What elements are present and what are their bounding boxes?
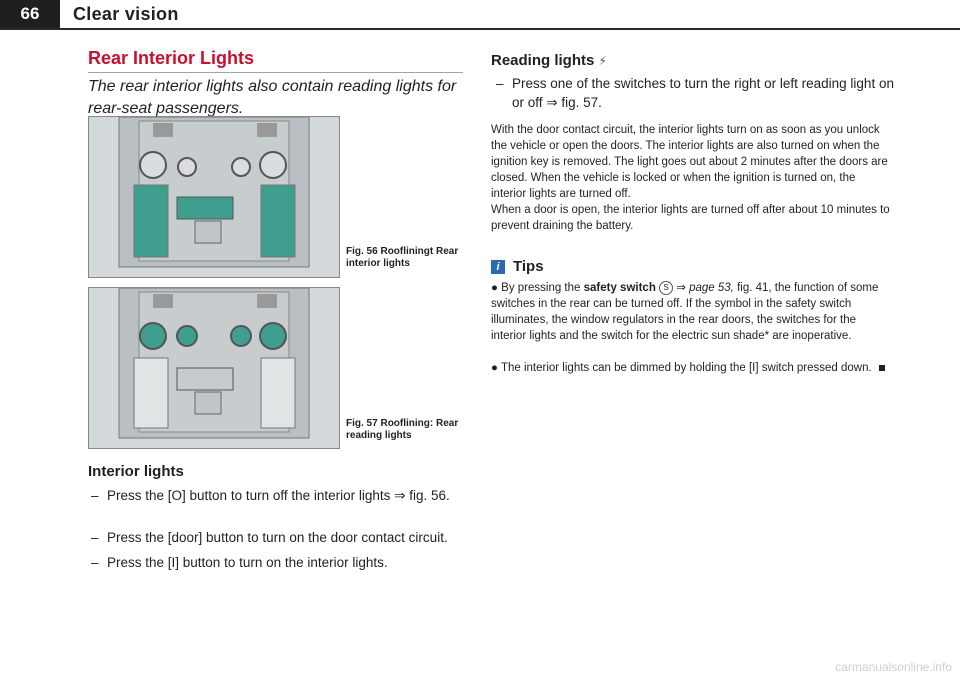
safety-switch-icon: S bbox=[659, 280, 674, 295]
figure-56-illustration bbox=[89, 117, 339, 277]
header-rule bbox=[0, 28, 960, 30]
interior-step-3-text: Press the [I] button to turn on the inte… bbox=[107, 555, 388, 570]
section-title: Rear Interior Lights bbox=[88, 48, 255, 68]
reading-lights-title-text: Reading lights bbox=[491, 52, 595, 69]
reading-step-text: Press one of the switches to turn the ri… bbox=[512, 76, 894, 110]
figure-56-text: Roofliningt Rear interior lights bbox=[346, 246, 459, 269]
page-number: 66 bbox=[0, 0, 60, 28]
tip-1-after: fig. 41, the function of some switches i… bbox=[491, 282, 879, 342]
tip-1-bold: safety switch bbox=[583, 282, 656, 294]
tip-1-ref: ⇒ page 53, bbox=[676, 282, 734, 294]
tip-1: ● By pressing the safety switch S ⇒ page… bbox=[491, 280, 891, 344]
section-rule bbox=[88, 72, 463, 73]
figure-57-illustration bbox=[89, 288, 339, 448]
figure-57-rooflining bbox=[88, 287, 340, 449]
figure-56-number: Fig. 56 bbox=[346, 246, 378, 257]
interior-lights-title: Interior lights bbox=[88, 463, 184, 480]
tips-title: i Tips bbox=[491, 258, 544, 275]
section-intro: The rear interior lights also contain re… bbox=[88, 78, 457, 117]
bullet-dot-icon: ● bbox=[491, 282, 498, 294]
reading-light-icon: ⚡ bbox=[598, 54, 607, 68]
tip-2: ● The interior lights can be dimmed by h… bbox=[491, 360, 891, 376]
figure-57-number: Fig. 57 bbox=[346, 418, 378, 429]
figure-57-text: Rooflining: Rear reading lights bbox=[346, 418, 459, 441]
reading-para-1: With the door contact circuit, the inter… bbox=[491, 124, 888, 200]
interior-step-2-text: Press the [door] button to turn on the d… bbox=[107, 530, 448, 545]
tip-2-text: The interior lights can be dimmed by hol… bbox=[500, 362, 872, 374]
tips-title-text: Tips bbox=[513, 258, 544, 275]
figure-56-rooflining bbox=[88, 116, 340, 278]
end-mark-icon bbox=[878, 365, 885, 371]
figure-57-caption: Fig. 57 Rooflining: Rear reading lights bbox=[346, 418, 471, 442]
info-icon: i bbox=[491, 260, 505, 275]
bullet-dot-icon: ● bbox=[491, 362, 498, 374]
chapter-title: Clear vision bbox=[73, 4, 179, 24]
reading-lights-title: Reading lights ⚡ bbox=[491, 52, 607, 69]
interior-step-1-text: Press the [O] button to turn off the int… bbox=[107, 488, 450, 503]
tip-1-before: By pressing the bbox=[501, 282, 581, 294]
figure-56-caption: Fig. 56 Roofliningt Rear interior lights bbox=[346, 246, 471, 270]
reading-para-2: When a door is open, the interior lights… bbox=[491, 204, 890, 232]
watermark: carmanualsonline.info bbox=[835, 660, 952, 674]
